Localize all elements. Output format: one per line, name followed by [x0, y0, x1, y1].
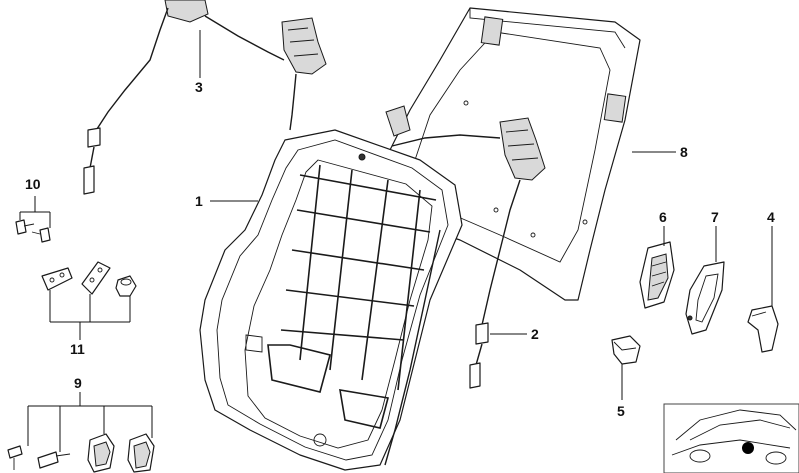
- callout-8: 8: [680, 144, 688, 160]
- screws-part-10: [15, 219, 51, 243]
- callout-4: 4: [767, 209, 775, 225]
- callout-6: 6: [659, 209, 667, 225]
- callout-3: 3: [195, 79, 203, 95]
- seat-location-marker: [742, 442, 754, 454]
- clip-part-5: [611, 335, 641, 365]
- trim-cover-part-7: [685, 261, 725, 335]
- release-cable-lower-part: [391, 117, 546, 389]
- callout-9: 9: [74, 375, 82, 391]
- callout-11: 11: [70, 341, 85, 357]
- callout-10: 10: [25, 176, 41, 192]
- callout-7: 7: [711, 209, 719, 225]
- trim-cover-part-6: [639, 241, 675, 309]
- fasteners-part-9: [7, 433, 155, 473]
- vehicle-locator-inset: [663, 403, 799, 473]
- cap-part-4: [747, 305, 779, 353]
- callout-5: 5: [617, 403, 625, 419]
- leader-lines: [19, 30, 773, 452]
- brackets-part-11: [41, 261, 137, 297]
- backrest-frame-part: [199, 129, 463, 471]
- callout-1: 1: [195, 193, 203, 209]
- callout-2: 2: [531, 326, 539, 342]
- release-cable-part: [83, 0, 327, 195]
